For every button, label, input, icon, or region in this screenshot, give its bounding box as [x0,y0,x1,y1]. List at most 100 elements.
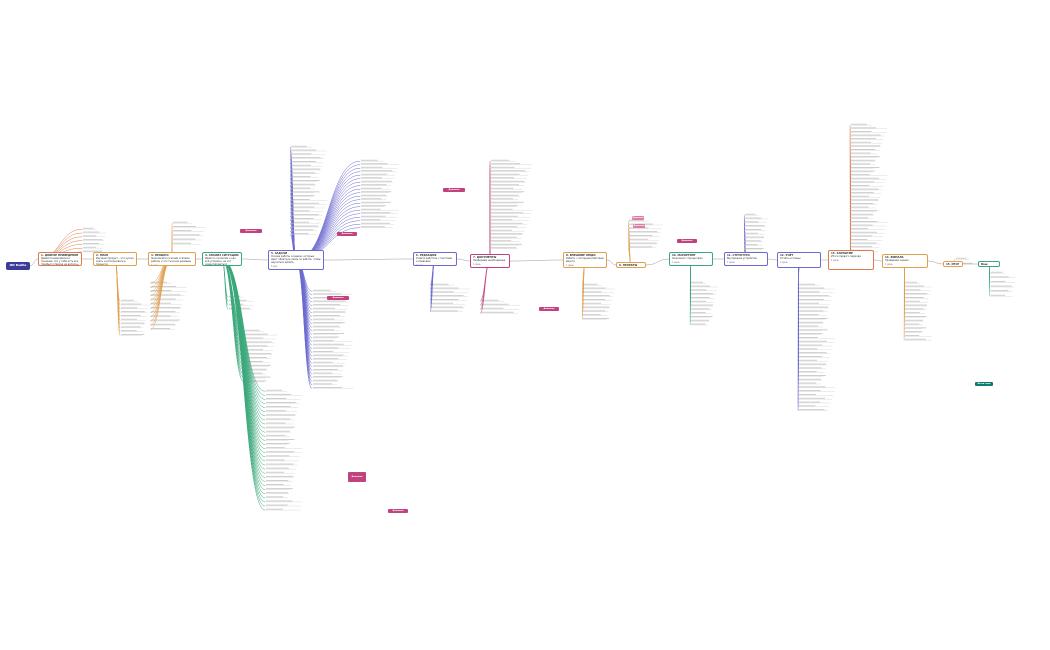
sub-item-text-placeholder [851,206,869,208]
sub-item-text-placeholder [151,298,176,300]
homework-badge[interactable]: Домашка [388,509,408,513]
main-edge [927,260,944,265]
sub-item-text-placeholder [799,359,817,361]
sub-item-text-placeholder [491,180,525,182]
sub-item-text-placeholder [291,202,319,204]
stage-duration: 1 день [831,259,839,262]
sub-item-text-placeholder [291,210,310,212]
main-edge [456,258,471,262]
stage-title: 13. ЗАКРЫТИЕ [831,252,853,255]
stage-node[interactable]: 9. ПРОЕКТЫ [616,262,646,268]
sub-item-text-placeholder [266,402,296,403]
sub-item-text-placeholder [83,243,100,244]
sub-item-text-placeholder [691,312,706,314]
sub-item-text-placeholder [491,187,514,189]
sub-item-text-placeholder [173,221,188,223]
sub-item-text-placeholder [151,286,177,287]
sub-item-text-placeholder [799,291,820,293]
sub-item-text-placeholder [851,141,871,143]
main-edge [767,258,778,261]
sub-item-text-placeholder [245,361,263,362]
stage-title: 12. УЧЁТ [780,254,794,257]
sub-item-text-placeholder [313,358,339,360]
sub-item-text-placeholder [481,303,509,305]
sub-item-text-placeholder [245,364,271,366]
sub-item-text-placeholder [491,184,520,186]
homework-badge[interactable]: Домашка [443,188,465,192]
sub-item-text-placeholder [491,240,512,242]
sub-item-text-placeholder [121,318,137,320]
homework-badge[interactable]: Домашка [633,224,645,228]
sub-item-text-placeholder [691,289,707,291]
sub-item-text-placeholder [313,340,334,342]
sub-item-text-placeholder [851,213,873,215]
sub-item-text-placeholder [245,353,272,355]
main-edge [241,258,269,261]
sub-item-text-placeholder [491,233,523,235]
sub-item-text-placeholder [266,484,284,485]
sub-item-text-placeholder [491,173,520,175]
sub-item-text-placeholder [905,285,924,287]
stage-node[interactable]: Ваш результат [978,261,1000,267]
sub-item-text-placeholder [491,194,519,196]
homework-badge[interactable]: Домашка [677,239,697,243]
sub-item-text-placeholder [313,369,338,370]
sub-item-text-placeholder [905,323,920,325]
sub-item-text-placeholder [851,149,876,150]
sub-item-text-placeholder [266,393,292,395]
sub-item-text-placeholder [151,294,181,296]
homework-badge[interactable]: Домашка [240,229,262,233]
sub-item-text-placeholder [266,488,293,490]
stage-title: 7. ДОКУМЕНТЫ [473,256,497,259]
sub-item-text-placeholder [291,191,320,193]
sub-item-text-placeholder [491,208,513,210]
sub-item-text-placeholder [313,365,343,367]
branch-edge [295,164,361,261]
sub-item-text-placeholder [245,376,271,378]
sub-item-text-placeholder [266,451,294,453]
sub-item-text-placeholder [266,434,286,436]
homework-badge[interactable]: Домашка [539,307,559,311]
sub-item-text-placeholder [799,340,827,342]
stage-description: Проверяем знания [885,259,909,262]
stage-node[interactable]: 15. ИТОГ [943,261,963,267]
homework-badge[interactable]: Домашка [348,472,366,482]
sub-item-text-placeholder [629,231,658,233]
sub-item-text-placeholder [173,234,200,236]
branch-edge [221,258,266,412]
sub-item-text-placeholder [245,357,267,358]
homework-badge[interactable]: Домашка [632,216,644,220]
sub-item-text-placeholder [151,281,167,283]
sub-item-text-placeholder [799,344,823,346]
sub-item-text-placeholder [745,221,759,223]
sub-item-text-placeholder [799,299,824,300]
sub-item-text-placeholder [905,331,923,333]
sub-item-text-placeholder [905,293,928,295]
sub-item-text-placeholder [266,467,289,469]
homework-badge[interactable]: Домашка [337,232,357,236]
sub-item-text-placeholder [583,291,602,293]
sub-item-text-placeholder [851,156,880,158]
sub-item-text-placeholder [313,343,344,345]
sub-item-text-placeholder [851,239,868,240]
homework-badge[interactable]: Домашка [327,296,349,300]
sub-item-text-placeholder [799,295,829,297]
sub-item-text-placeholder [629,242,657,244]
branch-edge [149,258,173,313]
sub-item-text-placeholder [851,221,878,222]
root-node[interactable]: ИИ Бейби [6,262,30,270]
homework-badge[interactable]: Итоги года [975,382,993,386]
